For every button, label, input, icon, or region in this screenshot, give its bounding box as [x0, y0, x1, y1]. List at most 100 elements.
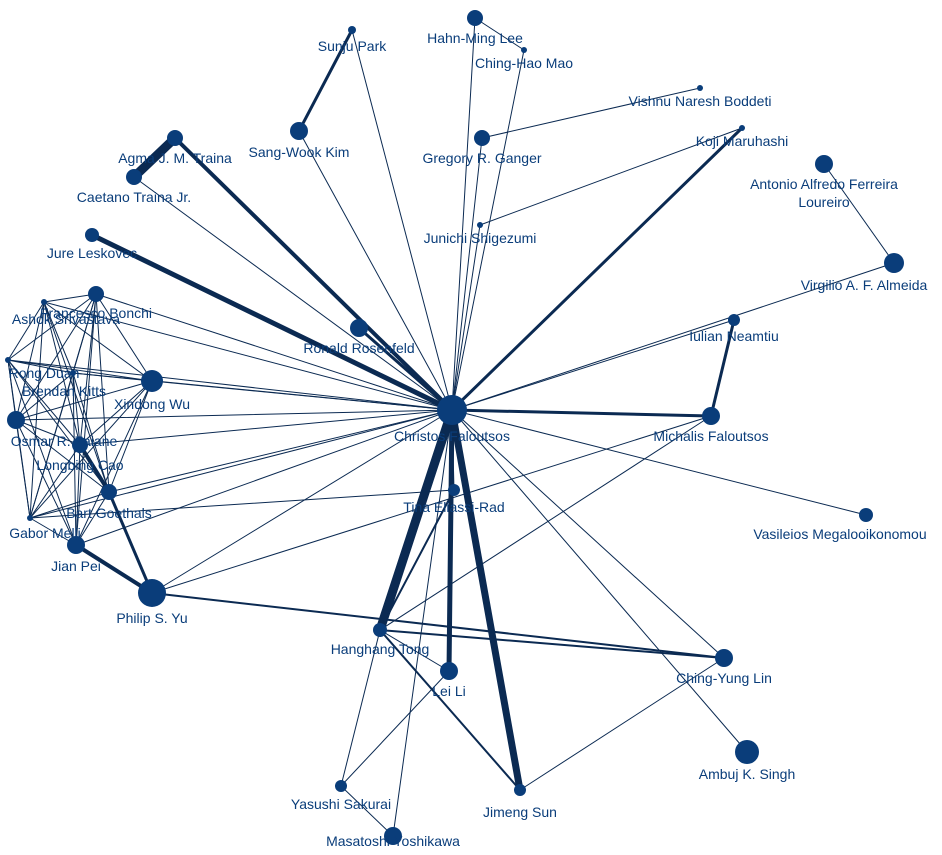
node-michalis[interactable] — [702, 407, 720, 425]
node-xindong[interactable] — [141, 370, 163, 392]
edge-faloutsos-goethals — [108, 409, 453, 493]
node-chinghao[interactable] — [521, 47, 527, 53]
edge-faloutsos-vasileios — [451, 409, 867, 516]
node-leskovec[interactable] — [85, 228, 99, 242]
node-ganger[interactable] — [474, 130, 490, 146]
edge-kitts-goethals — [72, 372, 110, 493]
label-melli: Gabor Melli — [9, 525, 81, 541]
node-ambuj[interactable] — [735, 740, 759, 764]
node-rosenfeld[interactable] — [350, 319, 368, 337]
edge-agma-caetano — [129, 133, 180, 182]
edge-bonchi-jianpei — [75, 293, 97, 546]
edge-osmar-longbing — [15, 419, 81, 446]
node-yoshikawa[interactable] — [384, 827, 402, 845]
label-caetano: Caetano Traina Jr. — [77, 189, 191, 205]
edge-faloutsos-virgilio — [451, 262, 895, 411]
label-hanghang: Hanghang Tong — [331, 641, 430, 657]
edge-hanghang-jimeng — [379, 629, 521, 791]
node-chingyung[interactable] — [715, 649, 733, 667]
edge-bonchi-longbing — [79, 293, 97, 446]
node-agma[interactable] — [167, 130, 183, 146]
node-leili[interactable] — [440, 662, 458, 680]
node-virgilio[interactable] — [884, 253, 904, 273]
node-hahn[interactable] — [467, 10, 483, 26]
edge-kitts-xindong — [72, 372, 153, 382]
edge-faloutsos-michalis — [450, 408, 713, 418]
edge-faloutsos-philip — [151, 409, 453, 594]
label-goethals: Bart Goethals — [66, 505, 152, 521]
edge-sakurai-yoshikawa — [340, 785, 394, 837]
node-faloutsos[interactable] — [437, 395, 467, 425]
edge-rongduan-xindong — [7, 359, 153, 382]
label-rosenfeld: Ronald Rosenfeld — [303, 340, 414, 356]
edge-faloutsos-ganger — [451, 137, 483, 411]
label-sunju: Sunju Park — [318, 38, 387, 54]
edge-faloutsos-jianpei — [75, 409, 453, 546]
edge-hanghang-sakurai — [340, 629, 381, 787]
edge-xindong-longbing — [79, 380, 153, 446]
edge-faloutsos-hanghang — [375, 405, 457, 635]
node-philip[interactable] — [138, 579, 166, 607]
label-michalis: Michalis Faloutsos — [653, 428, 768, 444]
node-longbing[interactable] — [72, 437, 88, 453]
edge-ashok-kitts — [43, 301, 74, 374]
label-jianpei: Jian Pei — [51, 558, 101, 574]
edge-sunju-sangwook — [297, 28, 354, 133]
edge-hahn-chinghao — [474, 17, 525, 51]
edge-jimeng-chingyung — [519, 657, 725, 791]
edge-kitts-longbing — [72, 372, 81, 446]
node-melli[interactable] — [27, 515, 33, 521]
edge-faloutsos-chingyung — [451, 409, 725, 659]
label-philip: Philip S. Yu — [116, 610, 187, 626]
edge-antonio-virgilio — [823, 163, 895, 264]
edge-faloutsos-chinghao — [451, 49, 525, 411]
edge-faloutsos-caetano — [133, 176, 453, 411]
label-vasileios: Vasileios Megalooikonomou — [753, 526, 926, 542]
label-kitts: Brendan Kitts — [22, 383, 106, 399]
node-sakurai[interactable] — [335, 780, 347, 792]
edge-longbing-goethals — [78, 443, 111, 494]
node-kitts[interactable] — [70, 370, 76, 376]
edge-xindong-goethals — [108, 380, 153, 493]
node-bonchi[interactable] — [88, 286, 104, 302]
label-leili: Lei Li — [432, 683, 465, 699]
node-tina[interactable] — [448, 484, 460, 496]
edge-michalis-hanghang — [379, 415, 712, 631]
node-jianpei[interactable] — [67, 536, 85, 554]
edge-goethals-jianpei — [75, 491, 110, 546]
node-ashok[interactable] — [41, 299, 47, 305]
edge-faloutsos-agma — [173, 136, 454, 412]
edge-leili-sakurai — [340, 670, 450, 787]
node-shigezumi[interactable] — [477, 222, 483, 228]
node-goethals[interactable] — [101, 484, 117, 500]
label-vishnu: Vishnu Naresh Boddeti — [629, 93, 772, 109]
node-vasileios[interactable] — [859, 508, 873, 522]
node-jimeng[interactable] — [514, 784, 526, 796]
node-sangwook[interactable] — [290, 122, 308, 140]
label-osmar: Osmar R. Zaiane — [11, 433, 118, 449]
node-sunju[interactable] — [348, 26, 356, 34]
edge-xindong-melli — [29, 380, 153, 519]
label-ganger: Gregory R. Ganger — [422, 150, 541, 166]
node-osmar[interactable] — [7, 411, 25, 429]
node-rongduan[interactable] — [5, 357, 11, 363]
node-hanghang[interactable] — [373, 623, 387, 637]
node-antonio[interactable] — [815, 155, 833, 173]
edge-faloutsos-melli — [29, 409, 453, 519]
edge-osmar-melli — [15, 419, 31, 519]
edge-michalis-philip — [151, 415, 712, 594]
label-ambuj: Ambuj K. Singh — [699, 766, 796, 782]
label-koji: Koji Maruhashi — [696, 133, 789, 149]
edge-kitts-jianpei — [72, 372, 77, 546]
label-chingyung: Ching-Yung Lin — [676, 670, 772, 686]
node-iulian[interactable] — [728, 314, 740, 326]
node-vishnu[interactable] — [697, 85, 703, 91]
label-faloutsos: Christos Faloutsos — [394, 428, 510, 444]
node-caetano[interactable] — [126, 169, 142, 185]
edge-vishnu-ganger — [481, 87, 701, 139]
label-shigezumi: Junichi Shigezumi — [424, 230, 537, 246]
edge-xindong-jianpei — [75, 380, 153, 546]
node-koji[interactable] — [739, 125, 745, 131]
